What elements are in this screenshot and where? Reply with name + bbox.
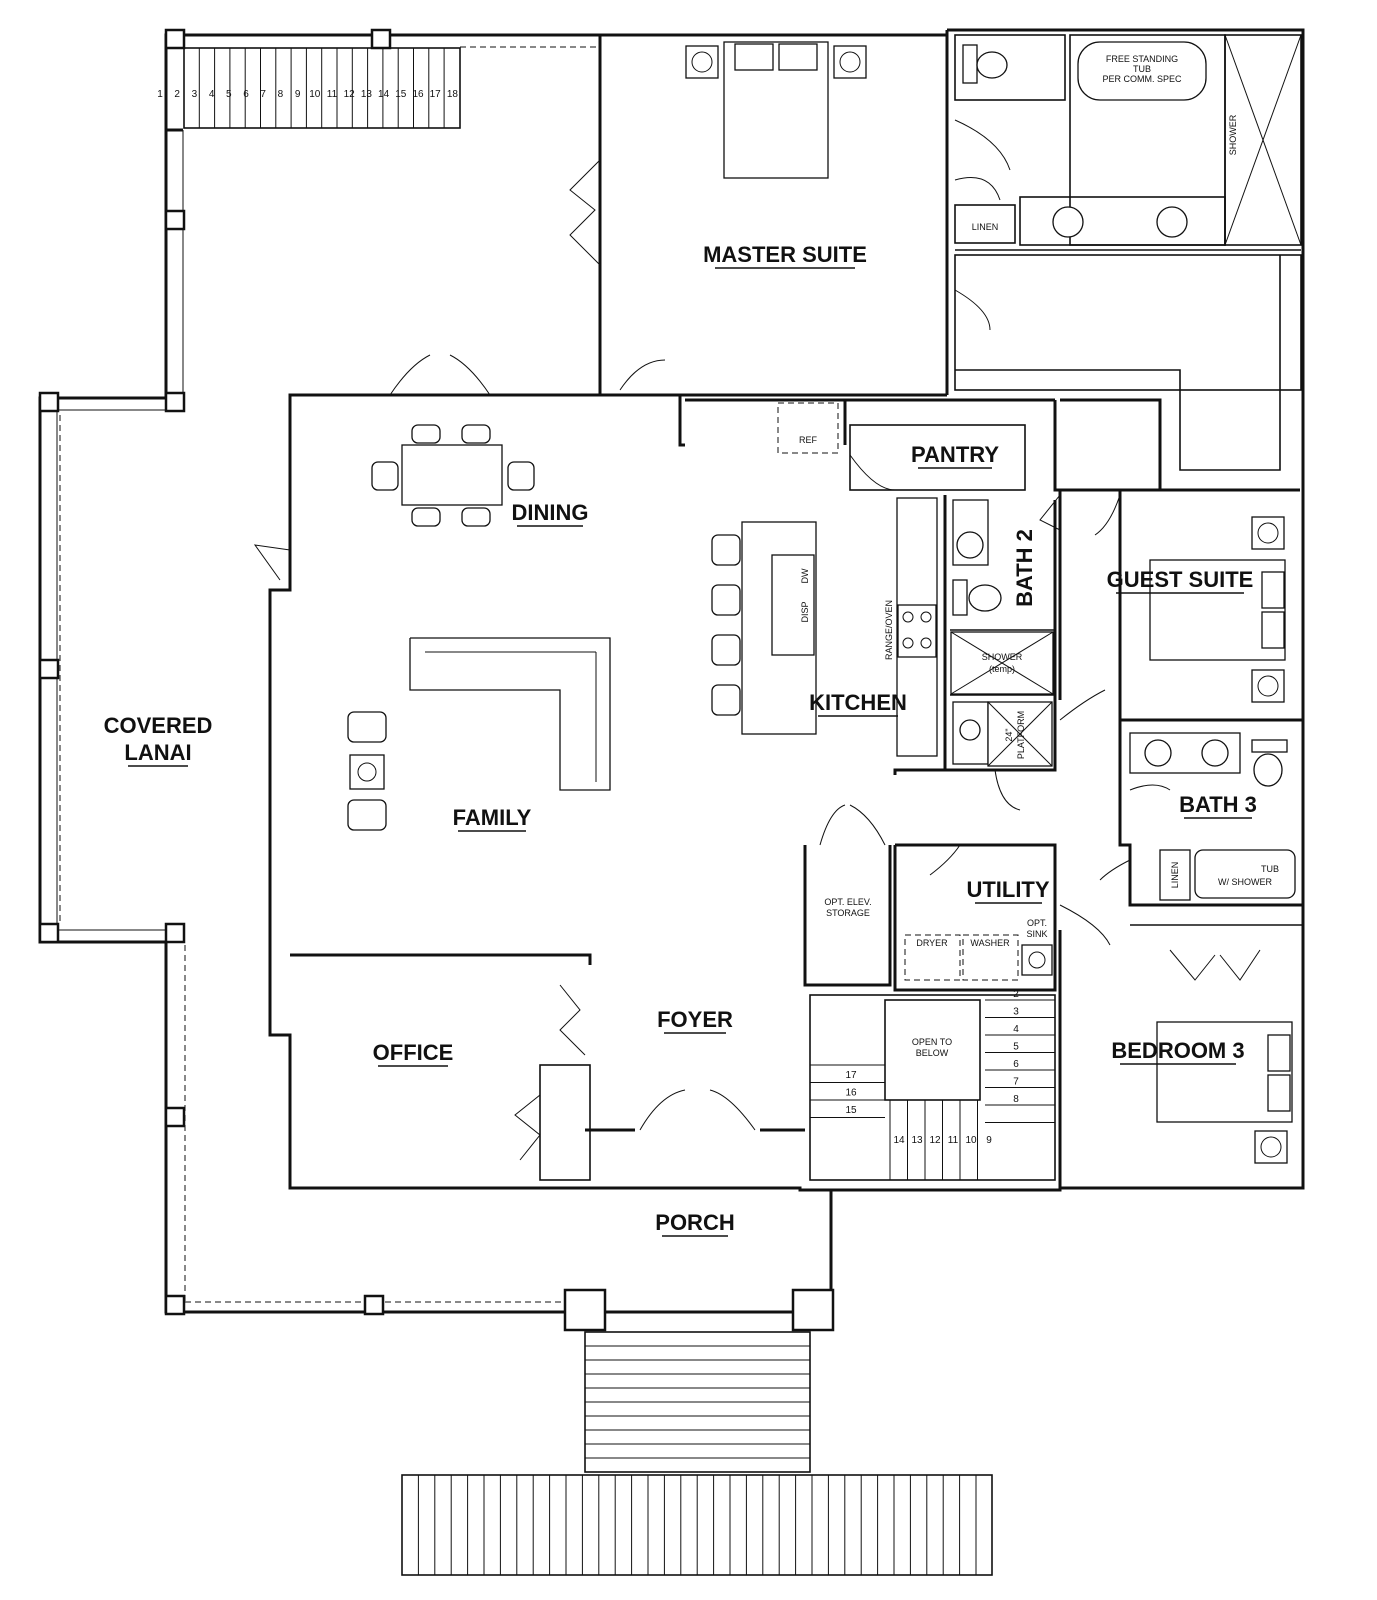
stair-number: 8 [1013,1094,1019,1105]
stair-number: 13 [911,1135,923,1146]
label-kitchen: KITCHEN [809,690,907,715]
stair-number: 2 [1013,989,1019,1000]
stair-number: 5 [1013,1042,1019,1053]
exterior-walls [268,28,1305,1192]
label-master-suite: MASTER SUITE [703,242,867,267]
svg-text:SINK: SINK [1026,929,1047,939]
bath-3-fixtures: LINEN TUB W/ SHOWER [1129,732,1296,901]
stair-number: 12 [929,1135,941,1146]
stair-number: 14 [893,1135,905,1146]
label-guest-suite: GUEST SUITE [1107,567,1254,592]
stair-number: 14 [378,89,390,100]
stair-number: 8 [278,89,284,100]
utility-fixtures: OPT. ELEV. STORAGE DRYER WASHER OPT. SIN… [824,897,1053,981]
main-stairs: OPEN TO BELOW [810,999,1055,1180]
svg-text:DRYER: DRYER [916,938,948,948]
interior-walls [253,354,1303,1190]
bath-2-fixtures: SHOWER (temp) 24" PLATFORM [950,499,1054,767]
stair-number: 17 [845,1070,857,1081]
stair-number: 7 [1013,1077,1019,1088]
label-office: OFFICE [373,1040,454,1065]
label-family: FAMILY [453,805,532,830]
svg-text:24": 24" [1004,728,1014,741]
stair-number: 15 [845,1105,857,1116]
label-utility: UTILITY [966,877,1049,902]
master-bed [569,41,867,391]
svg-text:REF: REF [799,435,818,445]
stair-number: 17 [430,89,442,100]
stair-number: 6 [1013,1059,1019,1070]
label-lanai: LANAI [124,740,191,765]
master-bath: FREE STANDING TUB PER COMM. SPEC SHOWER … [954,34,1302,471]
svg-text:LINEN: LINEN [1170,862,1180,889]
svg-text:PLATFORM: PLATFORM [1016,711,1026,759]
svg-text:FREE STANDING: FREE STANDING [1106,54,1178,64]
svg-text:SHOWER: SHOWER [982,652,1023,662]
lanai-outline [38,28,835,1332]
guest-bed [1149,516,1286,703]
label-bedroom-3: BEDROOM 3 [1111,1038,1244,1063]
stair-number: 4 [1013,1024,1019,1035]
svg-text:OPT.: OPT. [1027,918,1047,928]
stair-number: 15 [395,89,407,100]
label-foyer: FOYER [657,1007,733,1032]
svg-text:STORAGE: STORAGE [826,908,870,918]
stair-number: 16 [845,1088,857,1099]
stair-number: 1 [157,89,163,100]
svg-text:WASHER: WASHER [970,938,1010,948]
stair-number: 18 [447,89,459,100]
label-dining: DINING [512,500,589,525]
svg-text:OPEN TO: OPEN TO [912,1037,952,1047]
label-pantry: PANTRY [911,442,999,467]
stair-number: 7 [260,89,266,100]
stair-number: 3 [1013,1007,1019,1018]
bedroom-3-bed [1156,1021,1293,1164]
svg-text:OPT. ELEV.: OPT. ELEV. [824,897,871,907]
room-labels: MASTER SUITE DINING PANTRY GUEST SUITE B… [104,242,1257,1237]
stair-number: 9 [986,1135,992,1146]
stair-number: 13 [361,89,373,100]
front-steps [401,1331,993,1576]
svg-text:W/ SHOWER: W/ SHOWER [1218,877,1272,887]
kitchen-island: DW DISP RANGE/OVEN REF [711,402,938,757]
label-bath-2: BATH 2 [1012,529,1037,607]
stair-number: 16 [412,89,424,100]
svg-text:DW: DW [800,568,810,583]
svg-text:TUB: TUB [1261,864,1279,874]
svg-text:TUB: TUB [1133,64,1151,74]
stair-number: 12 [344,89,356,100]
stair-number: 2 [174,89,180,100]
stair-number: 10 [965,1135,977,1146]
dining-table [371,424,535,527]
stair-number: 9 [295,89,301,100]
stair-number: 5 [226,89,232,100]
svg-text:BELOW: BELOW [916,1048,949,1058]
stair-number: 11 [327,89,338,100]
label-bath-3: BATH 3 [1179,792,1257,817]
stair-number: 6 [243,89,249,100]
svg-text:LINEN: LINEN [972,222,999,232]
svg-text:DISP: DISP [800,601,810,622]
stair-number: 10 [309,89,321,100]
label-covered: COVERED [104,713,213,738]
sectional-sofa [347,637,611,831]
svg-text:RANGE/OVEN: RANGE/OVEN [884,600,894,660]
svg-text:(temp): (temp) [989,664,1015,674]
stair-number: 4 [209,89,215,100]
label-porch: PORCH [655,1210,734,1235]
lanai-stairs [183,47,461,129]
svg-text:SHOWER: SHOWER [1228,114,1238,155]
svg-text:PER COMM. SPEC: PER COMM. SPEC [1102,74,1182,84]
stair-number: 11 [948,1135,959,1146]
stair-number: 3 [192,89,198,100]
